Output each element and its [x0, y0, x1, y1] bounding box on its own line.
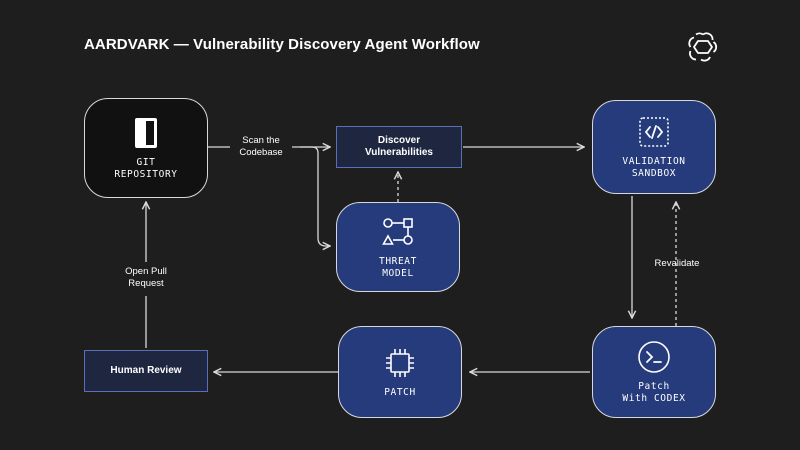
box-discover-vulnerabilities: Discover Vulnerabilities [336, 126, 462, 168]
node-validation-sandbox: VALIDATION SANDBOX [592, 100, 716, 194]
node-label: Patch With CODEX [622, 381, 686, 404]
node-git-repository: GIT REPOSITORY [84, 98, 208, 198]
page-title: AARDVARK — Vulnerability Discovery Agent… [84, 36, 480, 53]
code-brackets-icon [639, 117, 669, 147]
shapes-icon [382, 218, 413, 245]
node-label: PATCH [384, 387, 416, 398]
node-label: THREAT MODEL [379, 256, 417, 279]
node-patch-with-codex: Patch With CODEX [592, 326, 716, 418]
node-label: VALIDATION SANDBOX [622, 156, 686, 179]
chip-icon [386, 349, 414, 377]
git-repo-icon [135, 118, 157, 148]
box-human-review: Human Review [84, 350, 208, 392]
edge-label-open-pull-request: Open Pull Request [125, 266, 167, 289]
edge-label-scan: Scan the Codebase [239, 135, 283, 158]
node-threat-model: THREAT MODEL [336, 202, 460, 292]
node-patch: PATCH [338, 326, 462, 418]
openai-logo-icon [688, 32, 718, 62]
edge-label-revalidate: Revalidate [654, 258, 700, 269]
node-label: GIT REPOSITORY [114, 157, 178, 180]
edge-scan-threat [300, 146, 330, 246]
terminal-prompt-icon [638, 341, 670, 373]
